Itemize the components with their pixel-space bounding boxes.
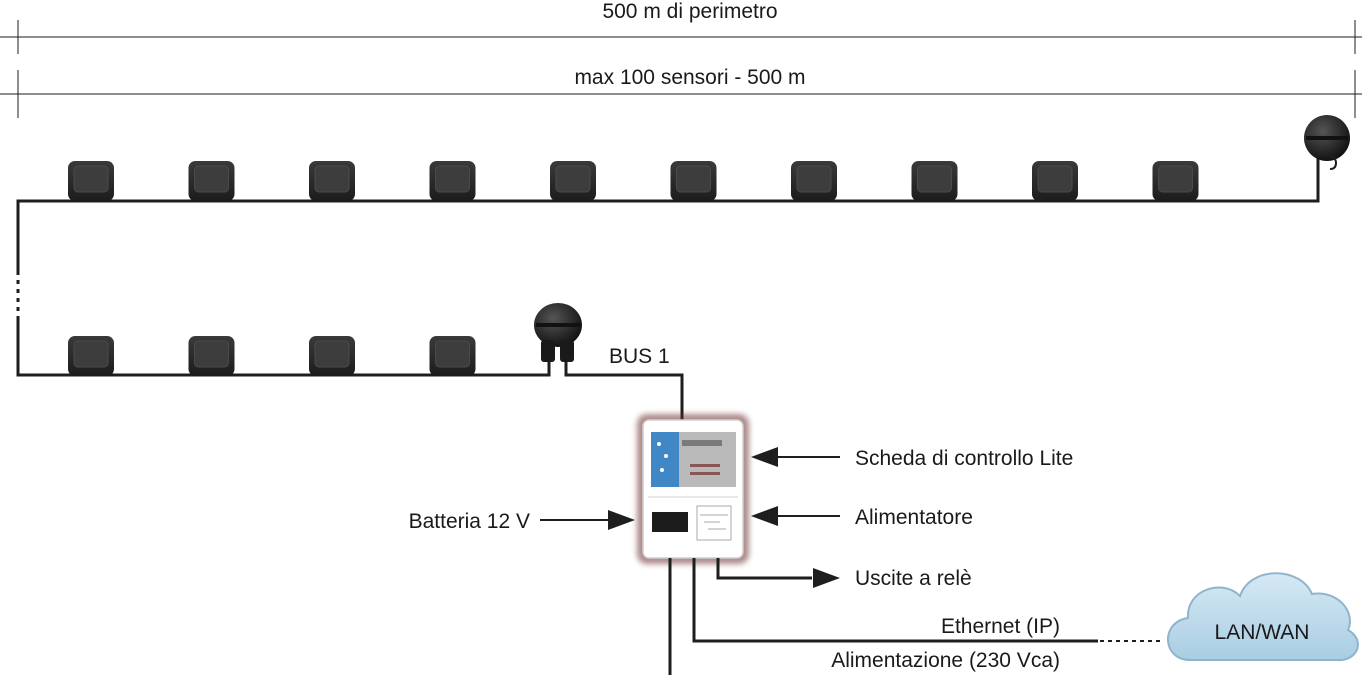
sensor-cable [16, 148, 1320, 420]
sensor-top-5 [550, 161, 596, 201]
sensor-top-1 [68, 161, 114, 201]
sensor-top-2 [188, 161, 235, 201]
junction-dome [534, 303, 582, 362]
control-board-module [651, 432, 736, 487]
relay-outputs-label: Uscite a relè [855, 567, 972, 590]
sensor-top-6 [670, 161, 717, 201]
ethernet-label: Ethernet (IP) [941, 615, 1060, 638]
cloud-label: LAN/WAN [1215, 621, 1310, 644]
control-board-label: Scheda di controllo Lite [855, 447, 1073, 470]
panel-wires [668, 558, 1160, 675]
sensor-bottom-2 [188, 336, 235, 376]
sensor-bottom-1 [68, 336, 114, 376]
battery-module [652, 512, 688, 532]
end-terminator-dome [1304, 115, 1350, 170]
perimeter-dimension: 500 m di perimetro [0, 0, 1362, 54]
sensor-top-10 [1152, 161, 1199, 201]
sensor-top-8 [911, 161, 958, 201]
sensors-label: max 100 sensori - 500 m [574, 66, 805, 89]
bus-label: BUS 1 [609, 345, 670, 368]
sensor-top-7 [791, 161, 837, 201]
sensor-bottom-3 [309, 336, 355, 376]
lan-wan-cloud: LAN/WAN [1167, 572, 1359, 662]
power-supply-label: Alimentatore [855, 506, 973, 529]
sensor-top-9 [1032, 161, 1078, 201]
sensor-top-3 [309, 161, 355, 201]
arrows [540, 447, 840, 588]
power-supply-module [696, 505, 732, 541]
top-sensor-row [68, 161, 1199, 201]
sensor-bottom-4 [429, 336, 476, 376]
mains-label: Alimentazione (230 Vca) [831, 649, 1060, 672]
sensors-dimension: max 100 sensori - 500 m [0, 66, 1362, 118]
sensor-top-4 [429, 161, 476, 201]
control-panel [637, 414, 749, 564]
perimeter-label: 500 m di perimetro [602, 0, 777, 23]
battery-label: Batteria 12 V [409, 510, 530, 533]
bottom-sensor-row [68, 336, 476, 376]
